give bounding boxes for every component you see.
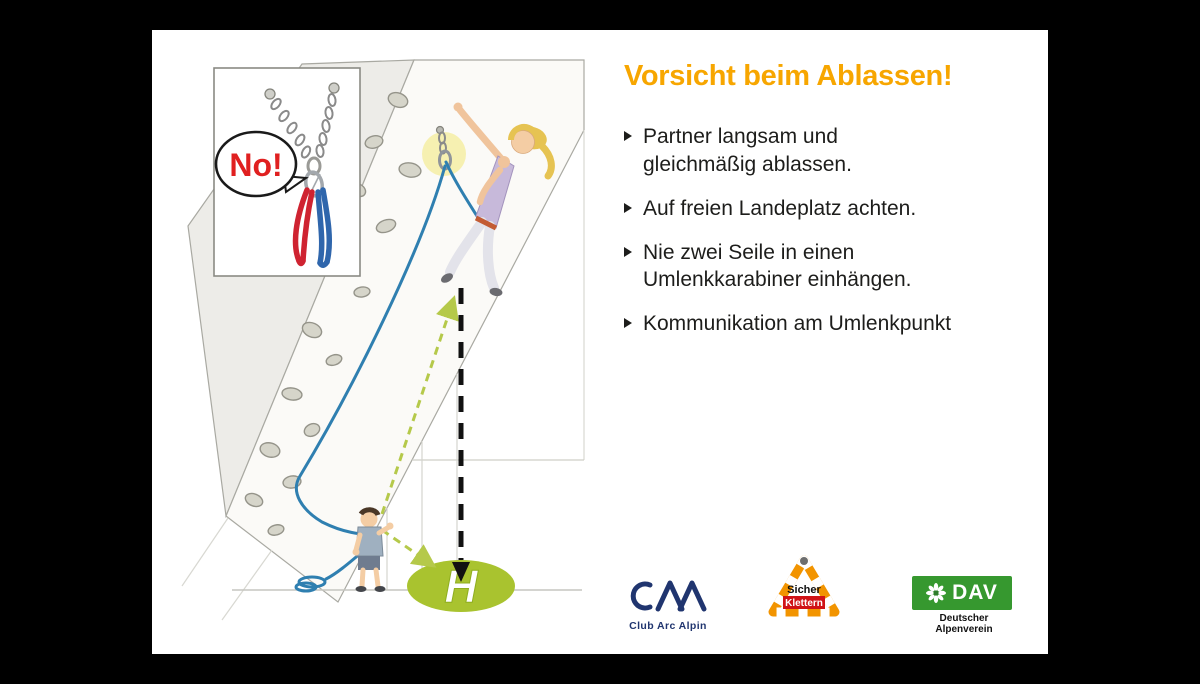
bolt-hanger-icon xyxy=(328,82,340,94)
bullet-line: Nie zwei Seile in einen xyxy=(643,240,855,264)
dav-green-box: DAV xyxy=(912,576,1012,610)
sicher-label-line2: Klettern xyxy=(785,598,823,609)
landing-zone: H xyxy=(407,560,515,613)
bullet-item: Kommunikation am Umlenkpunkt xyxy=(624,310,1028,338)
drop-line xyxy=(452,288,470,582)
bolt-hanger-icon xyxy=(264,88,276,100)
no-label: No! xyxy=(229,147,282,183)
bullet-line: Kommunikation am Umlenkpunkt xyxy=(643,311,952,335)
bullet-text: Auf freien Landeplatz achten. xyxy=(643,195,916,223)
sicher-label-line1: Sicher xyxy=(787,584,821,596)
anchor-point xyxy=(422,125,466,176)
sight-arrows xyxy=(380,295,459,568)
climber-leg xyxy=(445,217,487,277)
bullet-arrow-icon xyxy=(624,131,632,142)
inset-no-box: No! xyxy=(213,67,361,277)
no-speech-bubble: No! xyxy=(214,130,309,198)
climber-figure xyxy=(441,102,555,297)
poster-card: No! H xyxy=(152,30,1048,654)
caa-label: Club Arc Alpin xyxy=(629,620,707,632)
blue-rope xyxy=(315,187,333,268)
logo-sicher-klettern: Sicher Klettern xyxy=(764,553,844,624)
bullet-line: gleichmäßig ablassen. xyxy=(643,153,852,177)
sicher-klettern-triangle-icon: Sicher Klettern xyxy=(768,555,840,617)
bullet-arrow-icon xyxy=(624,202,632,213)
logo-dav: DAV Deutscher Alpenverein xyxy=(912,576,1016,635)
edelweiss-icon xyxy=(926,583,947,603)
bullet-text: Kommunikation am Umlenkpunkt xyxy=(643,310,951,338)
bullet-list: Partner langsam und gleichmäßig ablassen… xyxy=(624,123,1028,337)
bullet-item: Auf freien Landeplatz achten. xyxy=(624,195,1028,223)
text-column: Vorsicht beim Ablassen! Partner langsam … xyxy=(624,60,1028,338)
bullet-text: Partner langsam und gleichmäßig ablassen… xyxy=(643,123,852,178)
sight-arrow-landing xyxy=(381,528,437,568)
bullet-text: Nie zwei Seile in einen Umlenkkarabiner … xyxy=(643,239,912,294)
climbing-shoe xyxy=(489,287,503,297)
climbing-illustration: No! H xyxy=(181,59,585,621)
belayer-figure xyxy=(352,507,394,592)
dav-abbr: DAV xyxy=(952,581,998,604)
bullet-arrow-icon xyxy=(624,317,632,328)
climber-harness xyxy=(474,215,498,231)
bullet-item: Nie zwei Seile in einen Umlenkkarabiner … xyxy=(624,239,1028,294)
sicher-carabiner-icon xyxy=(800,557,808,565)
caa-mark-icon xyxy=(630,580,707,612)
page-title: Vorsicht beim Ablassen! xyxy=(624,60,953,92)
anchor-chain-icon xyxy=(270,93,337,159)
climbing-shoe xyxy=(441,273,453,283)
bullet-line: Partner langsam und xyxy=(643,125,838,149)
bullet-line: Umlenkkarabiner einhängen. xyxy=(643,268,912,292)
landing-letter: H xyxy=(444,560,478,612)
bullet-arrow-icon xyxy=(624,246,632,257)
climber-leg xyxy=(482,221,499,293)
belayer-shorts xyxy=(358,556,380,570)
bullet-item: Partner langsam und gleichmäßig ablassen… xyxy=(624,123,1028,178)
bullet-line: Auf freien Landeplatz achten. xyxy=(643,196,917,220)
dav-label: Deutscher Alpenverein xyxy=(935,613,993,635)
belayer-head xyxy=(360,510,378,528)
red-rope xyxy=(292,187,315,267)
drop-arrowhead xyxy=(452,562,470,582)
sight-arrow-climber xyxy=(380,295,459,515)
climber-head xyxy=(511,130,535,154)
logo-club-arc-alpin: Club Arc Alpin xyxy=(618,577,718,632)
rope-coil xyxy=(297,575,327,589)
